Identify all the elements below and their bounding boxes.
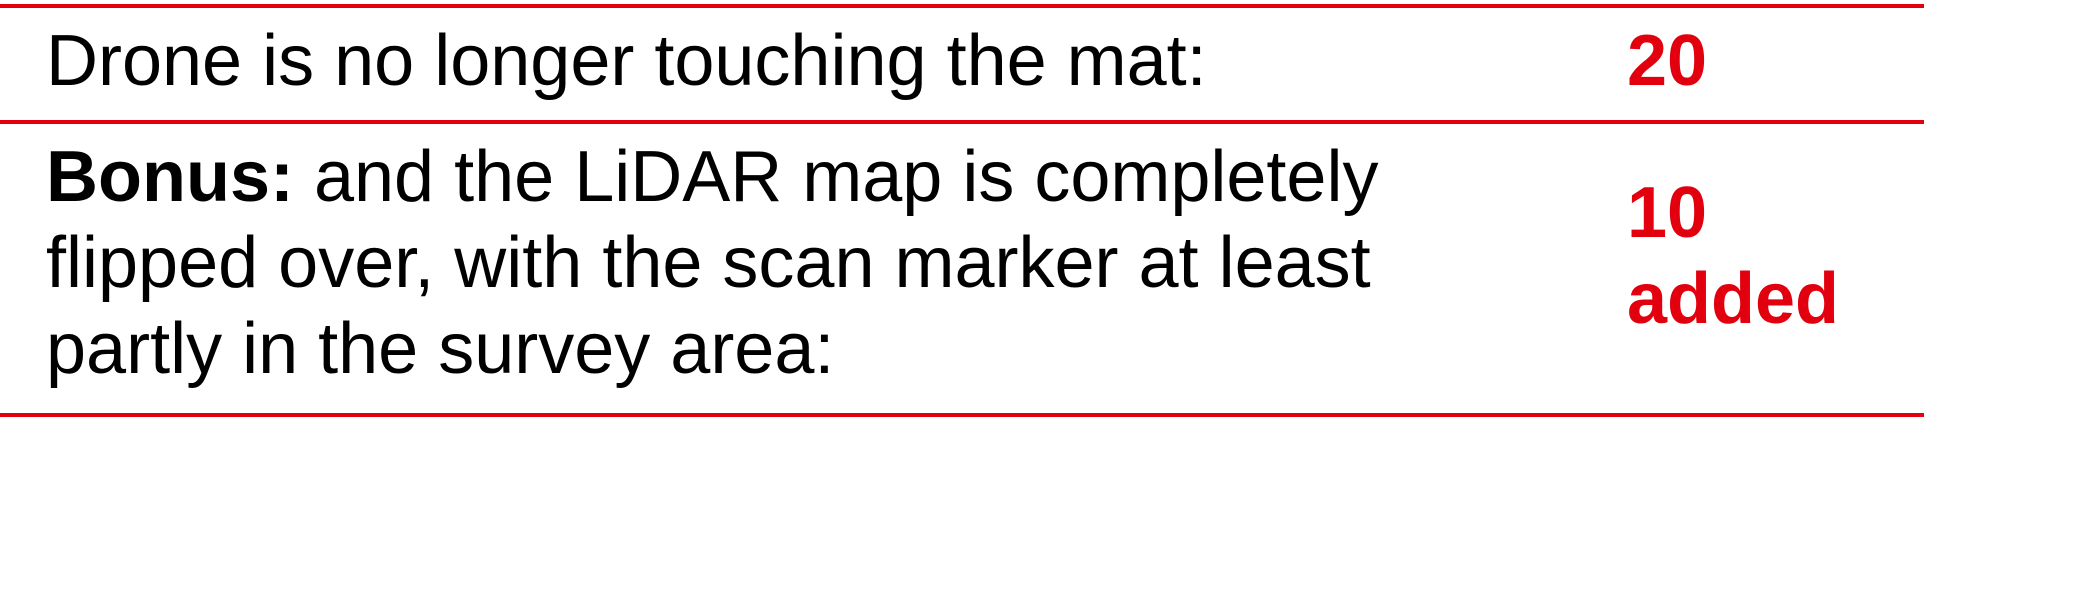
score-row-bonus-points: 10 added: [1627, 170, 1839, 342]
row-description-line: partly in the survey area:: [46, 309, 835, 389]
table-row-divider: [0, 120, 1924, 124]
table-bottom-rule: [0, 413, 1924, 417]
row-description-line: flipped over, with the scan marker at le…: [46, 223, 1371, 303]
bonus-label: Bonus:: [46, 137, 294, 217]
row-description-fragment: and the LiDAR map is completely: [293, 137, 1379, 217]
score-row-drone-description: Drone is no longer touching the mat:: [46, 18, 1207, 104]
points-qualifier: added: [1627, 259, 1840, 339]
score-row-bonus-description: Bonus: and the LiDAR map is completely f…: [46, 134, 1378, 392]
table-top-rule: [0, 4, 1924, 8]
score-row-drone-points: 20: [1627, 18, 1707, 104]
points-value: 10: [1627, 173, 1708, 253]
row-description-line: Drone is no longer touching the mat:: [46, 21, 1207, 101]
row-description-line: Bonus: and the LiDAR map is completely: [46, 134, 1378, 220]
points-value: 20: [1627, 21, 1708, 101]
